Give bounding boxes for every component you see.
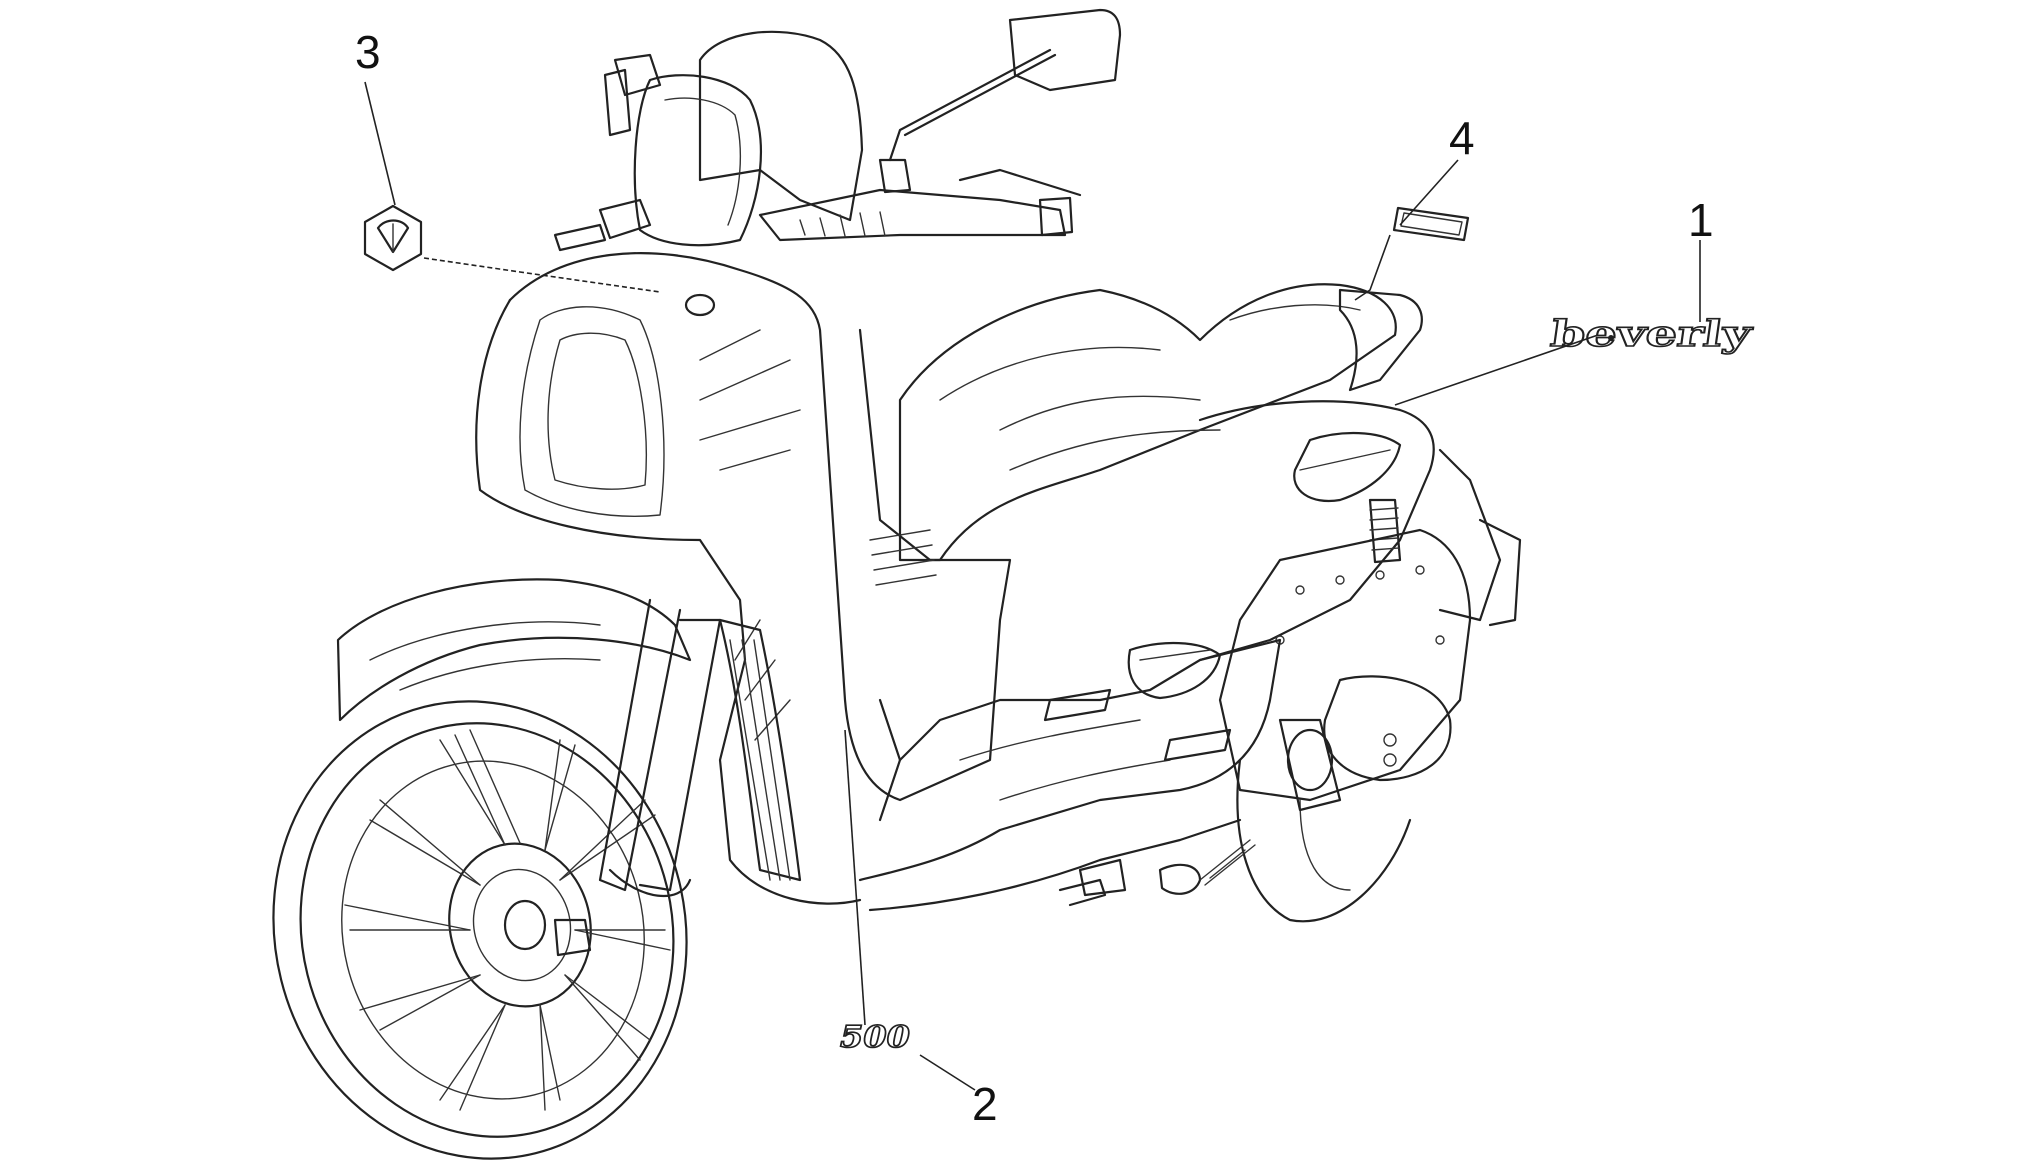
underseat-vent — [869, 529, 937, 586]
front-fork — [553, 598, 722, 957]
part-4-rectangular-decal — [1392, 206, 1470, 242]
leader-lines — [364, 81, 1701, 1091]
front-fender — [336, 578, 692, 722]
callout-4: 4 — [1449, 112, 1475, 164]
handlebar-assembly — [553, 8, 1122, 252]
muffler — [1278, 718, 1342, 812]
callout-2: 2 — [972, 1078, 998, 1130]
part-3-logo-emblem — [363, 204, 423, 272]
scooter-illustration — [272, 8, 1522, 1160]
rear-wheel — [1236, 758, 1412, 923]
seat — [898, 283, 1397, 562]
rear-shock — [1368, 498, 1402, 564]
part-1-model-name-decal: beverly — [1547, 311, 1756, 355]
leg-shield — [475, 252, 1012, 905]
callout-1: 1 — [1688, 194, 1714, 246]
rear-body — [1198, 400, 1522, 662]
model-name-text: beverly — [1548, 312, 1755, 355]
footrest-stand — [1058, 839, 1256, 907]
front-wheel — [272, 700, 688, 1160]
displacement-text: 500 — [840, 1020, 910, 1055]
callout-3: 3 — [355, 26, 381, 78]
part-2-displacement-decal: 500 — [839, 1019, 911, 1056]
rear-grab-handle — [1338, 288, 1423, 392]
engine-swingarm — [1218, 528, 1472, 802]
callout-numbers: 3 4 1 2 — [355, 26, 1714, 1130]
side-vent — [718, 618, 802, 882]
floorboard-side-panel — [858, 638, 1282, 912]
